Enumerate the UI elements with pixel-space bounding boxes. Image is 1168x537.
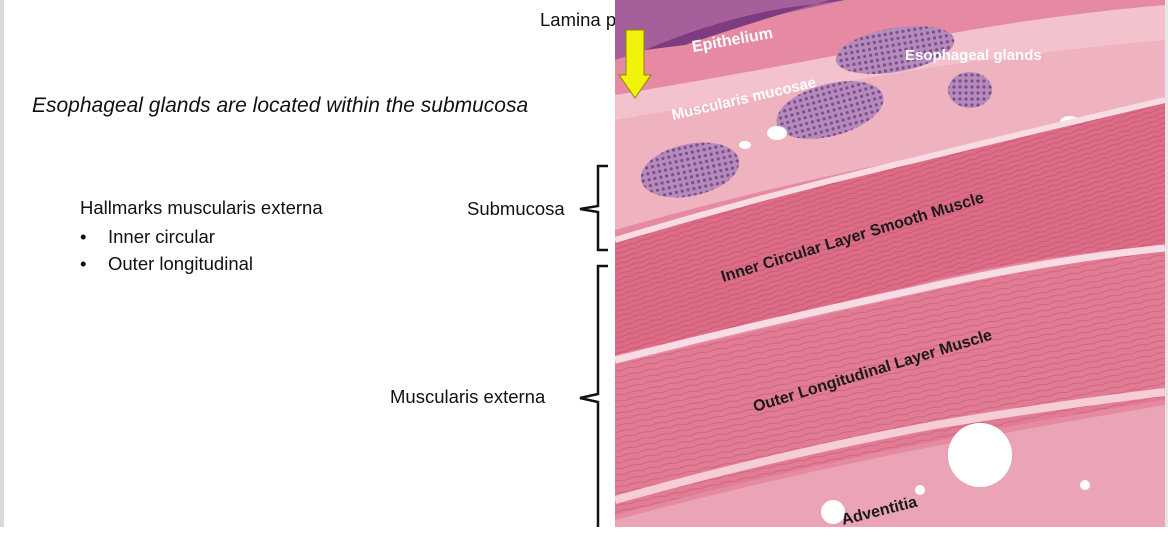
bullet-icon: • <box>80 226 87 247</box>
arrow-icon <box>618 29 652 99</box>
hallmarks-list: Hallmarks muscularis externa •Inner circ… <box>80 197 323 277</box>
submucosa-brace-icon <box>579 164 608 252</box>
muscularis-externa-label: Muscularis externa <box>390 386 546 407</box>
slide-subtitle: Esophageal glands are located within the… <box>32 94 529 117</box>
hallmarks-heading: Hallmarks muscularis externa <box>80 197 323 218</box>
submucosa-label: Submucosa <box>467 198 565 219</box>
list-item: •Outer longitudinal <box>80 250 323 277</box>
bullet-icon: • <box>80 253 87 274</box>
micrograph-image: Epithelium Muscularis mucosae Esophageal… <box>615 0 1165 527</box>
esophagus-micrograph: Epithelium Muscularis mucosae Esophageal… <box>615 0 1165 527</box>
esophageal-glands-label: Esophageal glands <box>905 47 1042 64</box>
right-border <box>1165 0 1168 537</box>
muscularis-brace-icon <box>579 264 608 534</box>
bottom-strip <box>0 527 1168 537</box>
list-item: •Inner circular <box>80 223 323 250</box>
left-border <box>0 0 4 537</box>
